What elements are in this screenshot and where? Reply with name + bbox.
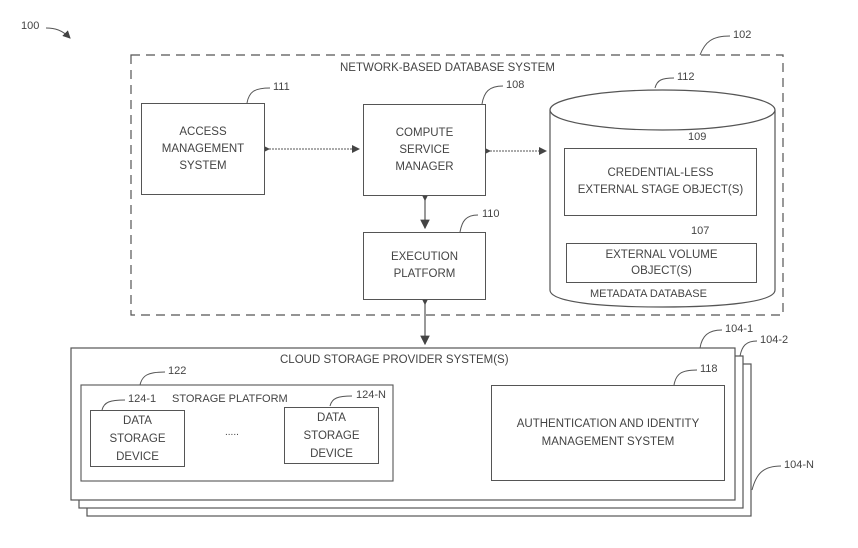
metadata-database-label: METADATA DATABASE	[590, 288, 707, 300]
ref-104-2: 104-2	[760, 334, 789, 346]
data-storage-device-1: DATA STORAGE DEVICE	[90, 410, 185, 467]
metadata-database-top	[549, 89, 776, 131]
ref-104-1: 104-1	[725, 323, 754, 335]
ref-107: 107	[691, 225, 710, 237]
authentication-identity-management-box: AUTHENTICATION AND IDENTITY MANAGEMENT S…	[491, 385, 725, 481]
ref-124-1: 124-1	[128, 393, 157, 405]
leader-104-1	[699, 329, 723, 349]
ref-100: 100	[21, 20, 40, 32]
ref-104-N: 104-N	[784, 459, 814, 471]
leader-102	[699, 35, 731, 56]
ref-109: 109	[688, 131, 707, 143]
data-storage-device-n: DATA STORAGE DEVICE	[284, 407, 379, 464]
execution-platform-box: EXECUTION PLATFORM	[363, 232, 486, 300]
leader-124-1	[101, 399, 126, 411]
figure-pointer-arrow	[45, 27, 71, 39]
devices-ellipsis: .....	[225, 427, 239, 438]
ref-102: 102	[733, 29, 752, 41]
credential-less-stage-objects-box: CREDENTIAL-LESS EXTERNAL STAGE OBJECT(S)	[564, 148, 757, 216]
compute-service-manager-box: COMPUTE SERVICE MANAGER	[363, 104, 486, 196]
leader-111	[246, 87, 271, 104]
leader-112	[654, 77, 675, 89]
storage-platform-title: STORAGE PLATFORM	[172, 393, 288, 405]
ref-122: 122	[168, 365, 187, 377]
leader-108	[481, 85, 504, 105]
leader-118	[673, 369, 698, 386]
leader-104-2	[739, 340, 758, 357]
leader-124-N	[329, 395, 353, 407]
ref-108: 108	[506, 79, 525, 91]
leader-122	[139, 371, 166, 386]
ref-110: 110	[482, 208, 500, 220]
leader-110	[459, 214, 479, 233]
leader-104-N	[751, 465, 782, 491]
ref-118: 118	[700, 363, 718, 375]
network-system-title: NETWORK-BASED DATABASE SYSTEM	[340, 62, 555, 74]
ref-112: 112	[677, 71, 695, 83]
ref-111: 111	[273, 81, 290, 93]
cloud-storage-title: CLOUD STORAGE PROVIDER SYSTEM(S)	[280, 354, 509, 366]
network-system-boundary	[130, 54, 784, 316]
access-management-system-box: ACCESS MANAGEMENT SYSTEM	[141, 103, 265, 195]
ref-124-N: 124-N	[356, 389, 386, 401]
external-volume-objects-box: EXTERNAL VOLUME OBJECT(S)	[566, 243, 757, 283]
